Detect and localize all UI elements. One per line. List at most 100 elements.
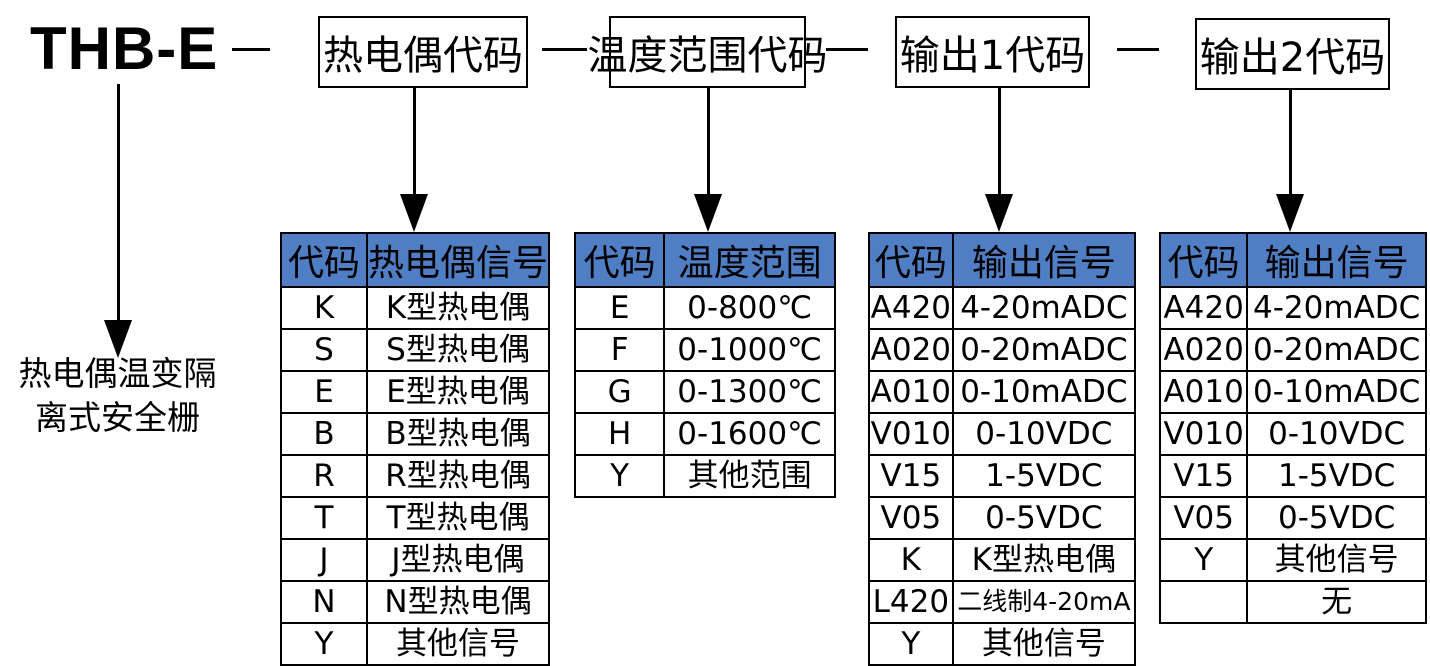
separator-dash [232, 48, 270, 51]
separator-dash [1117, 48, 1159, 51]
value-cell: 其他信号 [1246, 538, 1427, 582]
code-cell: F [573, 328, 666, 372]
value-cell: 二线制4-20mA [951, 580, 1137, 624]
code-cell: A420 [868, 286, 954, 330]
code-cell: R [280, 454, 368, 498]
header-cell: 输出信号 [1246, 232, 1427, 288]
code-cell: G [573, 370, 666, 414]
code-cell: V15 [1158, 454, 1249, 498]
code-cell: Y [1158, 538, 1249, 582]
value-cell: 0-800℃ [663, 286, 836, 330]
value-cell: J型热电偶 [365, 538, 551, 582]
code-cell: A020 [1158, 328, 1249, 372]
field2-arrow-line [707, 88, 710, 200]
description-line-2: 离式安全栅 [35, 398, 200, 437]
separator-dash [542, 48, 587, 51]
field3-arrow-line [998, 88, 1001, 200]
value-cell: 0-10VDC [951, 412, 1137, 456]
header-cell: 代码 [868, 232, 954, 288]
value-cell: K型热电偶 [951, 538, 1137, 582]
code-cell: V010 [1158, 412, 1249, 456]
table-header-row: 代码 温度范围 [573, 232, 836, 288]
field4-arrow-line [1289, 90, 1292, 200]
code-cell: V15 [868, 454, 954, 498]
table-header-row: 代码 热电偶信号 [280, 232, 551, 288]
code-cell: A420 [1158, 286, 1249, 330]
code-cell: Y [868, 622, 954, 666]
header-cell: 代码 [280, 232, 368, 288]
code-cell: K [280, 286, 368, 330]
value-cell: B型热电偶 [365, 412, 551, 456]
field1-arrow-line [413, 88, 416, 200]
table-header-row: 代码 输出信号 [1158, 232, 1427, 288]
header-cell: 代码 [573, 232, 666, 288]
model-arrowhead [104, 320, 132, 358]
header-cell: 温度范围 [663, 232, 836, 288]
value-cell: 0-5VDC [951, 496, 1137, 540]
code-cell: B [280, 412, 368, 456]
value-cell: K型热电偶 [365, 286, 551, 330]
table-header-row: 代码 输出信号 [868, 232, 1137, 288]
value-cell: N型热电偶 [365, 580, 551, 624]
value-cell: 0-10mADC [951, 370, 1137, 414]
value-cell: 0-1600℃ [663, 412, 836, 456]
separator-dash [826, 48, 868, 51]
field-box-output1-code: 输出1代码 [895, 16, 1090, 88]
code-cell: E [573, 286, 666, 330]
value-cell: 0-10mADC [1246, 370, 1427, 414]
value-cell: 0-1000℃ [663, 328, 836, 372]
code-cell: E [280, 370, 368, 414]
code-cell [1158, 580, 1249, 624]
value-cell: 0-1300℃ [663, 370, 836, 414]
header-cell: 代码 [1158, 232, 1249, 288]
code-cell: J [280, 538, 368, 582]
code-cell: L420 [868, 580, 954, 624]
code-cell: K [868, 538, 954, 582]
model-arrow-line [117, 84, 120, 326]
value-cell: S型热电偶 [365, 328, 551, 372]
table-row: 无 [1158, 580, 1427, 624]
field3-arrowhead [985, 194, 1013, 232]
value-cell: 其他信号 [365, 622, 551, 666]
value-cell: 0-20mADC [951, 328, 1137, 372]
value-cell: E型热电偶 [365, 370, 551, 414]
code-cell: A010 [868, 370, 954, 414]
value-cell: R型热电偶 [365, 454, 551, 498]
header-cell: 热电偶信号 [365, 232, 551, 288]
code-cell: Y [573, 454, 666, 498]
value-cell: T型热电偶 [365, 496, 551, 540]
description-line-1: 热电偶温变隔 [18, 354, 217, 393]
code-cell: V010 [868, 412, 954, 456]
field1-arrowhead [400, 194, 428, 232]
value-cell: 1-5VDC [951, 454, 1137, 498]
